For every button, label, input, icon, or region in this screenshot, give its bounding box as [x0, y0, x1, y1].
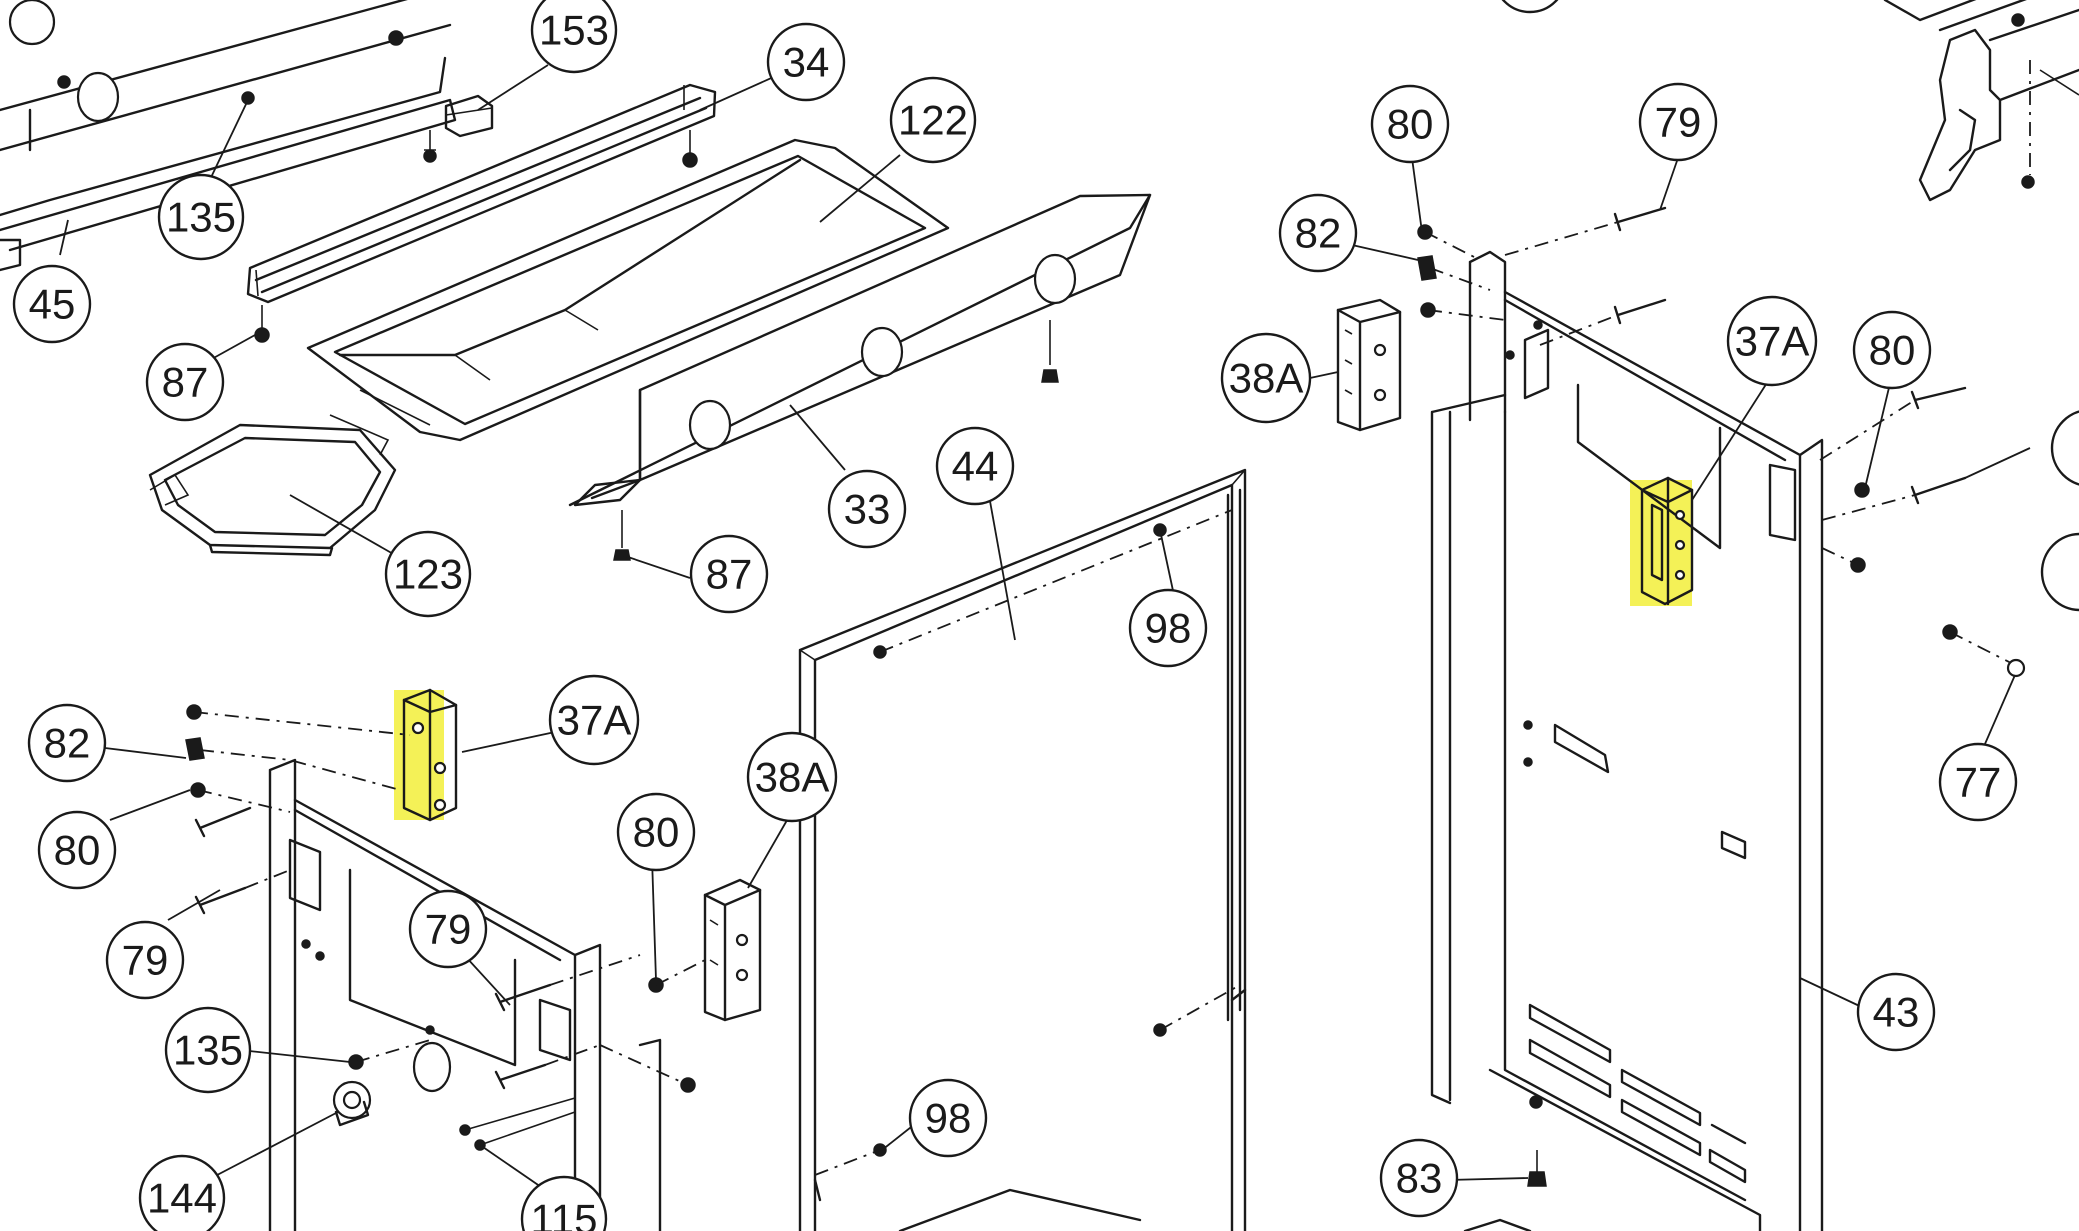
callout-80: 80 — [1852, 310, 1932, 390]
clip-153 — [444, 94, 494, 138]
callout-122: 122 — [889, 76, 977, 164]
callout-label: 135 — [173, 1027, 243, 1074]
callout-77: 77 — [1938, 742, 2018, 822]
part-123-pan — [148, 414, 397, 557]
callout-label: 83 — [1396, 1155, 1443, 1202]
callout-98: 98 — [908, 1078, 988, 1158]
callout-115: 115 — [520, 1175, 608, 1231]
callout-144: 144 — [138, 1154, 226, 1231]
callout-label: 122 — [898, 97, 968, 144]
callout-80: 80 — [37, 810, 117, 890]
callout-label: 79 — [425, 906, 472, 953]
right-fasteners — [1417, 206, 2026, 1187]
callout-label: 82 — [1295, 210, 1342, 257]
callout-label: 37A — [1735, 318, 1810, 365]
callout-label: 98 — [1145, 605, 1192, 652]
callout-label: 43 — [1873, 989, 1920, 1036]
part-122-tray — [306, 138, 950, 442]
callout-38a: 38A — [746, 731, 838, 823]
callout-83: 83 — [1379, 1138, 1459, 1218]
callout-label: 45 — [29, 281, 76, 328]
callout-label: 33 — [844, 486, 891, 533]
callout-label: 123 — [393, 551, 463, 598]
part-43-right-side-panel — [1430, 250, 1824, 1231]
bracket-38a-right — [1336, 298, 1402, 432]
callout-label: 77 — [1955, 759, 2002, 806]
callout-80: 80 — [1370, 84, 1450, 164]
leader-lines — [59, 64, 2031, 1201]
part-34-bar — [246, 83, 717, 343]
callout-80: 80 — [616, 792, 696, 872]
callout-label: 80 — [1387, 101, 1434, 148]
callout-135: 135 — [157, 173, 245, 261]
callout-label: 44 — [952, 443, 999, 490]
callout-label: 82 — [44, 720, 91, 767]
callout-98: 98 — [1128, 588, 1208, 668]
callout-79: 79 — [1638, 82, 1718, 162]
bracket-37a-right — [1640, 476, 1694, 606]
callout-label: 80 — [1869, 327, 1916, 374]
callout-label: 80 — [54, 827, 101, 874]
part-33-heat-shield — [568, 193, 1152, 561]
callout-label: 80 — [633, 809, 680, 856]
callout-label: 37A — [557, 697, 632, 744]
callout-33: 33 — [827, 469, 907, 549]
callout-label: 87 — [162, 359, 209, 406]
callout-87: 87 — [689, 534, 769, 614]
left-fasteners — [185, 704, 706, 1151]
callout-cropped-top — [1501, 0, 1559, 14]
callout-label: 34 — [783, 39, 830, 86]
callout-34: 34 — [766, 22, 846, 102]
left-side-panel — [268, 758, 662, 1231]
callout-label: 87 — [706, 551, 753, 598]
callout-label: 115 — [531, 1196, 598, 1231]
callout-label: 38A — [1229, 355, 1304, 402]
callout-cropped-right-lower — [2040, 532, 2079, 612]
callout-label: 79 — [1655, 99, 1702, 146]
top-right-fragment — [1883, 0, 2079, 202]
bracket-37a-left — [402, 688, 458, 822]
callout-label: 79 — [122, 937, 169, 984]
part-44-panel — [798, 468, 1247, 1231]
callout-87: 87 — [145, 342, 225, 422]
bracket-38a-left — [703, 878, 762, 1022]
callout-135: 135 — [164, 1006, 252, 1094]
callout-37a: 37A — [1726, 295, 1818, 387]
callout-82: 82 — [1278, 193, 1358, 273]
callout-123: 123 — [384, 530, 472, 618]
callout-37a: 37A — [548, 674, 640, 766]
callout-153: 153 — [530, 0, 618, 74]
top-left-rail-assembly — [0, 0, 457, 272]
callout-79: 79 — [408, 889, 488, 969]
callout-43: 43 — [1856, 972, 1936, 1052]
callout-label: 135 — [166, 194, 236, 241]
callout-label: 38A — [755, 754, 830, 801]
callout-38a: 38A — [1220, 332, 1312, 424]
callout-79: 79 — [105, 920, 185, 1000]
callout-45: 45 — [12, 264, 92, 344]
callout-label: 98 — [925, 1095, 972, 1142]
callout-label: 153 — [539, 7, 609, 54]
callout-label: 144 — [147, 1175, 217, 1222]
callout-82: 82 — [27, 703, 107, 783]
callout-cropped-right-upper — [2050, 410, 2079, 486]
callout-44: 44 — [935, 426, 1015, 506]
